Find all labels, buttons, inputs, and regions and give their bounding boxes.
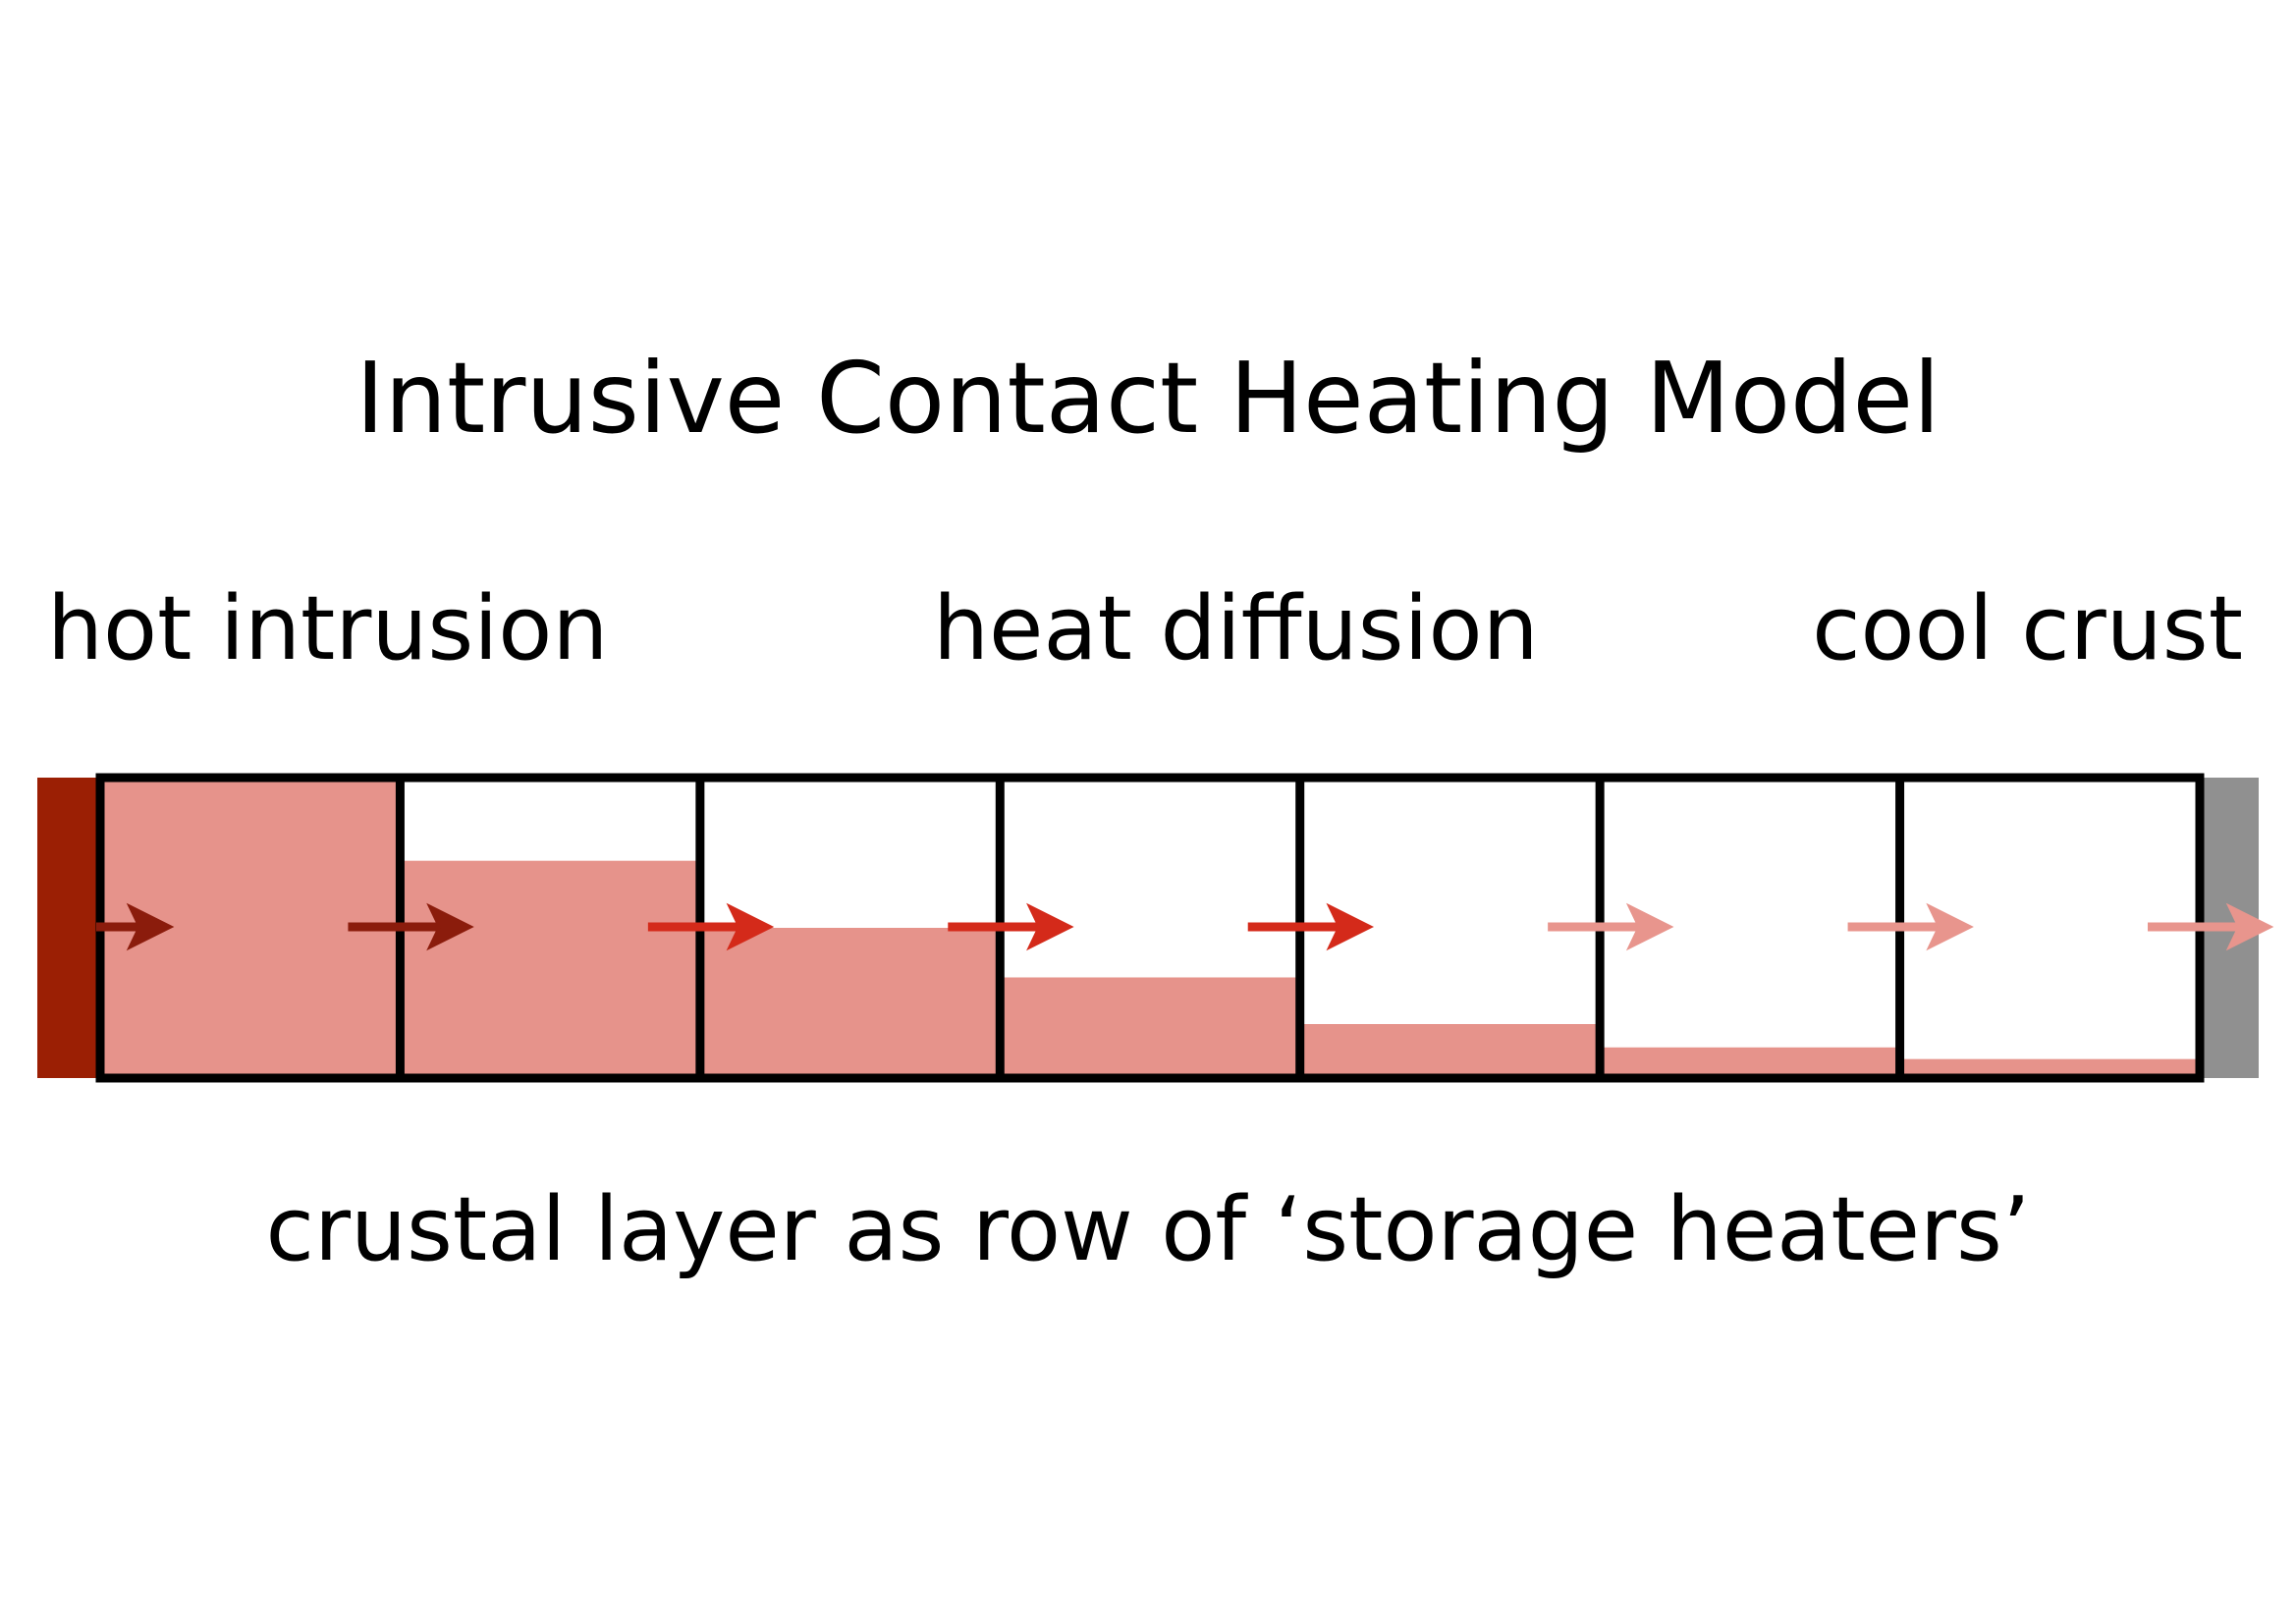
diagram-caption: crustal layer as row of ‘storage heaters… bbox=[265, 1178, 2031, 1281]
heater-6-fill bbox=[1600, 1047, 1900, 1074]
heater-7-fill bbox=[1899, 1058, 2200, 1074]
label-cool-crust: cool crust bbox=[1812, 577, 2243, 680]
heater-4-fill bbox=[1000, 977, 1300, 1074]
heat-flow-arrow-5 bbox=[1247, 902, 1375, 951]
heat-flow-arrow-6 bbox=[1548, 902, 1674, 951]
heat-flow-arrow-1 bbox=[96, 902, 175, 951]
heat-flow-arrow-8 bbox=[2148, 902, 2274, 951]
heater-2-fill bbox=[400, 860, 700, 1074]
heater-3-fill bbox=[699, 928, 1001, 1074]
heat-flow-arrow-3 bbox=[647, 902, 775, 951]
label-heat-diffusion: heat diffusion bbox=[933, 577, 1539, 680]
hot-intrusion-bar bbox=[37, 778, 100, 1078]
heat-flow-arrow-7 bbox=[1847, 902, 1974, 951]
diagram-title: Intrusive Contact Heating Model bbox=[355, 341, 1941, 456]
label-hot-intrusion: hot intrusion bbox=[47, 577, 609, 680]
heater-5-fill bbox=[1299, 1024, 1601, 1074]
heat-flow-arrow-4 bbox=[948, 902, 1074, 951]
heat-flow-arrow-2 bbox=[348, 902, 474, 951]
